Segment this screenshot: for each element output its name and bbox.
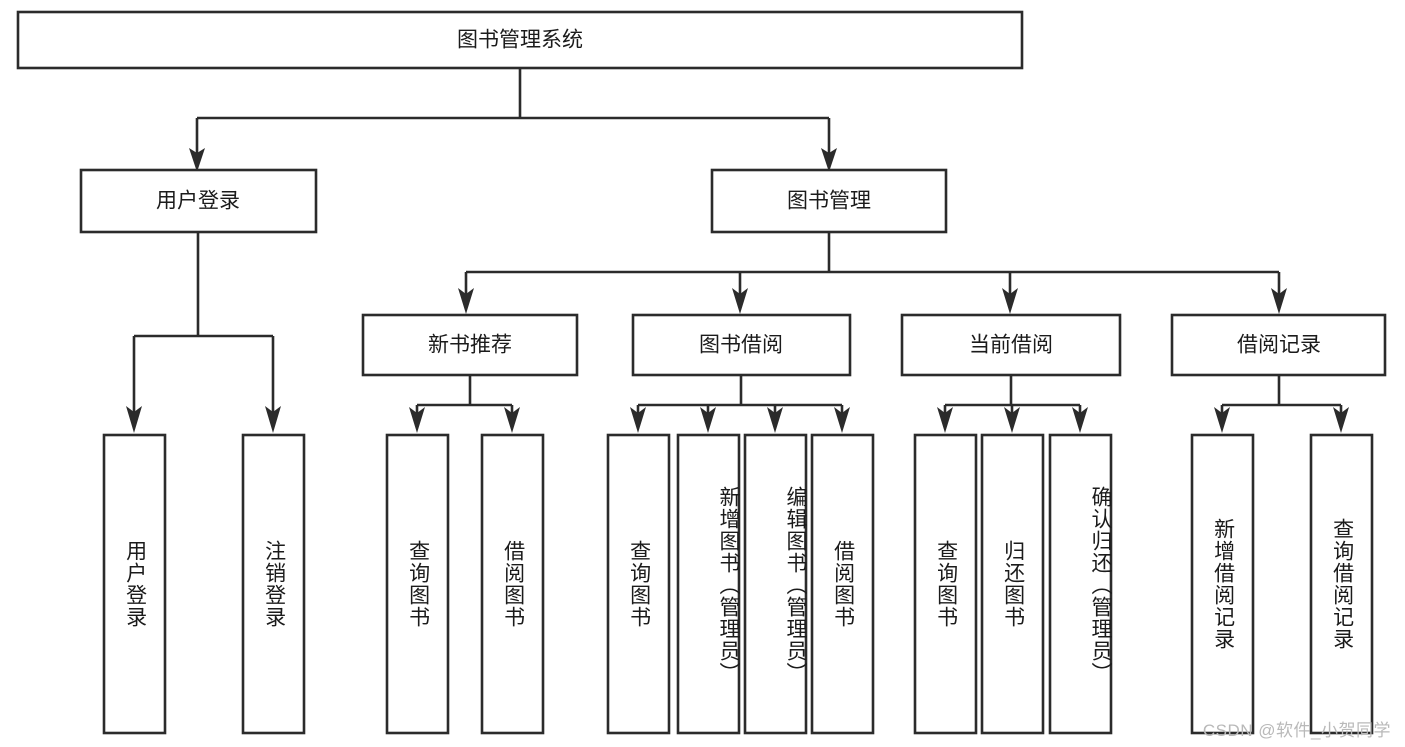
node-book-borrow[interactable] <box>631 313 852 377</box>
node-leaf-return-book[interactable] <box>980 433 1045 735</box>
arrow-leaf-borrow-book-2 <box>834 407 850 433</box>
node-leaf-logout-label: 注销登录 <box>262 540 286 628</box>
arrow-leaf-borrow-book-1 <box>504 407 520 433</box>
arrow-to-book-manage <box>821 148 837 172</box>
node-leaf-query-book-2-label: 查询图书 <box>627 540 651 628</box>
arrow-leaf-logout <box>265 406 281 433</box>
arrow-to-new-book-rec <box>458 288 474 314</box>
node-leaf-query-book-3-label: 查询图书 <box>934 540 958 628</box>
arrow-to-user-login <box>189 148 205 172</box>
csdn-watermark: CSDN @软件_小贺同学 <box>1202 721 1391 740</box>
node-layer: 图书管理系统 用户登录 图书管理 新书推荐 图书借阅 当前借阅 借阅记录 <box>16 10 1387 735</box>
node-new-book-rec-label: 新书推荐 <box>428 334 512 357</box>
arrow-leaf-edit-book <box>767 407 783 433</box>
node-leaf-borrow-book-2-label: 借阅图书 <box>831 540 855 628</box>
node-leaf-query-book-1[interactable] <box>385 433 450 735</box>
node-leaf-add-record[interactable] <box>1190 433 1255 735</box>
node-leaf-borrow-book-2[interactable] <box>810 433 875 735</box>
arrow-leaf-add-book <box>700 407 716 433</box>
arrow-leaf-query-book-3 <box>937 407 953 433</box>
node-root[interactable] <box>16 10 1024 70</box>
node-leaf-query-book-3[interactable] <box>913 433 978 735</box>
node-book-borrow-label: 图书借阅 <box>699 334 783 357</box>
node-leaf-return-book-label: 归还图书 <box>1001 540 1025 628</box>
arrow-leaf-query-book-2 <box>630 407 646 433</box>
node-new-book-rec[interactable] <box>361 313 579 377</box>
node-leaf-borrow-book-1-label: 借阅图书 <box>501 540 525 628</box>
node-user-login-label: 用户登录 <box>156 190 240 213</box>
arrow-to-book-borrow <box>732 288 748 314</box>
node-leaf-add-record-label: 新增借阅记录 <box>1211 518 1235 650</box>
node-leaf-logout[interactable] <box>241 433 306 735</box>
node-leaf-user-login[interactable] <box>102 433 167 735</box>
node-book-manage-label: 图书管理 <box>787 190 871 213</box>
node-leaf-user-login-label: 用户登录 <box>123 540 147 628</box>
arrow-leaf-return-book <box>1004 407 1020 433</box>
arrow-to-current-borrow <box>1002 288 1018 314</box>
arrow-leaf-query-book-1 <box>409 407 425 433</box>
node-book-manage[interactable] <box>710 168 948 234</box>
node-root-label: 图书管理系统 <box>457 29 583 52</box>
node-leaf-edit-book[interactable] <box>743 433 808 735</box>
node-leaf-query-record[interactable] <box>1309 433 1374 735</box>
node-leaf-add-book-label: 新增图书（管理员） <box>717 486 740 684</box>
arrow-leaf-query-record <box>1333 407 1349 433</box>
node-user-login[interactable] <box>79 168 318 234</box>
node-leaf-confirm-return-label: 确认归还（管理员） <box>1089 486 1112 684</box>
node-leaf-query-book-2[interactable] <box>606 433 671 735</box>
node-current-borrow[interactable] <box>900 313 1122 377</box>
node-leaf-query-record-label: 查询借阅记录 <box>1330 518 1354 650</box>
node-leaf-add-book[interactable] <box>676 433 741 735</box>
arrow-leaf-user-login <box>126 406 142 433</box>
node-leaf-query-book-1-label: 查询图书 <box>406 540 430 628</box>
node-leaf-borrow-book-1[interactable] <box>480 433 545 735</box>
connector-layer <box>126 68 1349 433</box>
arrow-leaf-add-record <box>1214 407 1230 433</box>
arrow-leaf-confirm-return <box>1072 407 1088 433</box>
node-borrow-record-label: 借阅记录 <box>1237 334 1321 357</box>
node-leaf-confirm-return[interactable] <box>1048 433 1113 735</box>
node-borrow-record[interactable] <box>1170 313 1387 377</box>
node-current-borrow-label: 当前借阅 <box>969 334 1053 357</box>
arrow-to-borrow-record <box>1271 288 1287 314</box>
node-leaf-edit-book-label: 编辑图书（管理员） <box>784 486 807 684</box>
